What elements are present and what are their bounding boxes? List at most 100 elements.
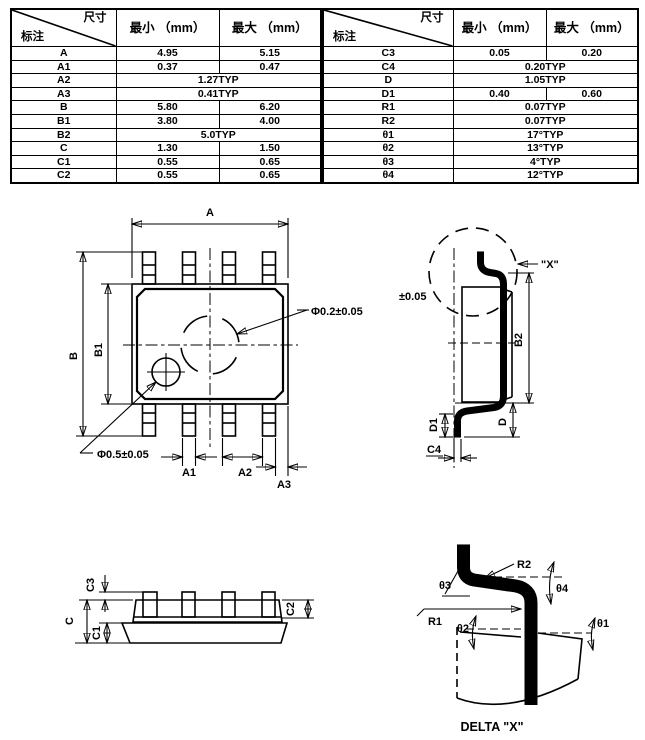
leader-small-hole: Φ0.5±0.05 [79, 382, 156, 461]
side-view-drawing: "X" B2 D D1 C4 [426, 227, 559, 468]
corner-label-mark: 标注 [21, 30, 44, 43]
dimension-d: D [464, 403, 520, 437]
dim-min-cell: 5.80 [115, 100, 220, 115]
dim-max-cell: 6.20 [218, 100, 322, 115]
dimension-a1: A1 [161, 438, 217, 479]
dim-label-b: B [68, 352, 80, 360]
dim-typ-cell: 12°TYP [452, 168, 639, 184]
dim-label-t2: θ2 [457, 623, 469, 635]
dim-label-c4: C4 [427, 444, 442, 456]
dim-label-c1: C1 [91, 626, 103, 640]
dim-label-t3: θ3 [439, 580, 451, 592]
dim-label-d: D [497, 418, 509, 426]
dim-min-cell: 0.37 [115, 59, 220, 75]
dimension-b1: B1 [93, 284, 131, 404]
dim-typ-cell: 0.07TYP [452, 113, 639, 129]
big-hole-label: Φ0.2±0.05 [311, 306, 363, 318]
dim-label-r2: R2 [517, 559, 531, 571]
dim-label-a3: A3 [277, 479, 291, 491]
dimension-b: B [68, 252, 143, 436]
index-marks [147, 315, 240, 391]
dim-typ-cell: 4°TYP [452, 154, 639, 170]
dim-label-cell: A3 [10, 86, 117, 102]
max-column-header: 最大 （mm） [218, 8, 322, 47]
dim-label-cell: B [10, 100, 117, 115]
diagonal-line [12, 10, 116, 46]
dim-label-a2: A2 [238, 467, 252, 479]
dim-label-cell: C1 [10, 154, 117, 170]
dim-label-cell: θ3 [322, 154, 454, 170]
dim-label-cell: θ1 [322, 127, 454, 143]
dim-max-cell: 0.65 [218, 168, 322, 184]
dim-label-cell: D1 [322, 86, 454, 102]
dimension-b2: B2 [455, 273, 534, 403]
dim-label-cell: R2 [322, 113, 454, 129]
dim-max-cell: 0.65 [218, 154, 322, 170]
pins [141, 251, 277, 437]
dim-min-cell: 3.80 [115, 113, 220, 129]
dimension-t1: θ1 [538, 618, 609, 650]
dim-label-cell: A [10, 46, 117, 61]
dim-label-cell: C4 [322, 59, 454, 75]
dimension-a3: A3 [256, 406, 307, 491]
corner-header-cell: 尺寸 标注 [322, 8, 454, 47]
dim-label-c3: C3 [85, 578, 97, 592]
dim-max-cell: 0.47 [218, 59, 322, 75]
lead-detail [457, 544, 538, 705]
dim-typ-cell: 1.27TYP [115, 73, 322, 88]
dim-label-c: C [64, 617, 76, 625]
diagonal-line [324, 10, 453, 46]
dim-label-cell: A1 [10, 59, 117, 75]
dim-label-cell: D [322, 73, 454, 88]
dim-min-cell: 0.05 [452, 46, 547, 61]
table-header-row: 尺寸 标注 最小 （mm） 最大 （mm） [322, 8, 639, 47]
dim-min-cell: 0.55 [115, 168, 220, 184]
dim-label-a: A [206, 207, 214, 219]
dim-label-a1: A1 [182, 467, 196, 479]
dim-label-cell: C2 [10, 168, 117, 184]
dim-label-cell: C [10, 141, 117, 156]
body-section-detail [456, 627, 583, 706]
dim-label-cell: R1 [322, 100, 454, 115]
dimension-t3: θ3 [439, 570, 470, 597]
dim-label-cell: θ2 [322, 141, 454, 156]
dimension-a: A [132, 207, 288, 278]
dim-max-cell: 0.60 [545, 86, 639, 102]
detail-caption: DELTA "X" [460, 720, 523, 734]
small-hole-label: Φ0.5±0.05 [97, 449, 149, 461]
leader-big-hole: Φ0.2±0.05 ±0.05 [237, 291, 426, 334]
corner-label-mark: 标注 [333, 30, 356, 43]
dim-min-cell: 1.30 [115, 141, 220, 156]
dim-label-cell: θ4 [322, 168, 454, 184]
dimension-c4: C4 [426, 439, 477, 462]
package-body-outline [131, 283, 289, 405]
dim-label-b2: B2 [513, 333, 525, 347]
dim-typ-cell: 5.0TYP [115, 127, 322, 143]
gull-wing-lead [454, 251, 507, 438]
dimension-c1: C1 [91, 623, 122, 643]
min-column-header: 最小 （mm） [452, 8, 547, 47]
dim-label-t4: θ4 [556, 583, 569, 595]
x-label: "X" [541, 259, 559, 271]
dim-label-cell: A2 [10, 73, 117, 88]
dim-typ-cell: 0.41TYP [115, 86, 322, 102]
dim-label-c2: C2 [285, 602, 297, 616]
dim-label-t1: θ1 [597, 618, 609, 630]
dim-typ-cell: 1.05TYP [452, 73, 639, 88]
corner-header-cell: 尺寸 标注 [10, 8, 117, 47]
